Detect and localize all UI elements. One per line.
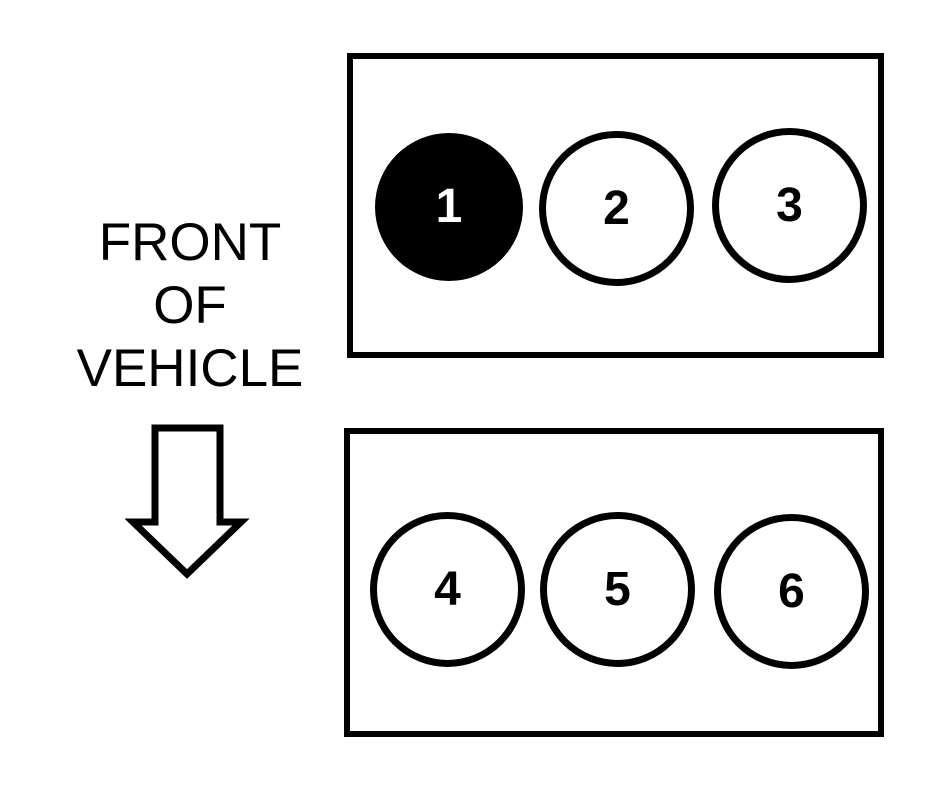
- cylinder-2: 2: [539, 131, 694, 286]
- cylinder-2-number: 2: [603, 181, 630, 235]
- arrow-down-icon: [125, 424, 250, 579]
- cylinder-4-number: 4: [434, 562, 461, 616]
- cylinder-1-number: 1: [435, 180, 463, 233]
- cylinder-5-number: 5: [604, 562, 631, 616]
- cylinder-3: 3: [712, 128, 867, 283]
- cylinder-3-number: 3: [776, 178, 803, 232]
- front-label-line-3: VEHICLE: [76, 339, 304, 398]
- cylinder-4: 4: [370, 512, 525, 667]
- cylinder-6-number: 6: [778, 564, 805, 618]
- cylinder-5: 5: [540, 512, 695, 667]
- cylinder-bank-bottom: 4 5 6: [344, 428, 884, 737]
- cylinder-bank-top: 1 2 3: [347, 53, 884, 358]
- front-label-line-2: OF: [153, 276, 227, 335]
- cylinder-6: 6: [714, 514, 869, 669]
- cylinder-1: 1: [375, 133, 523, 281]
- front-of-vehicle-label: FRONT OF VEHICLE: [40, 211, 340, 400]
- front-label-line-1: FRONT: [98, 213, 282, 272]
